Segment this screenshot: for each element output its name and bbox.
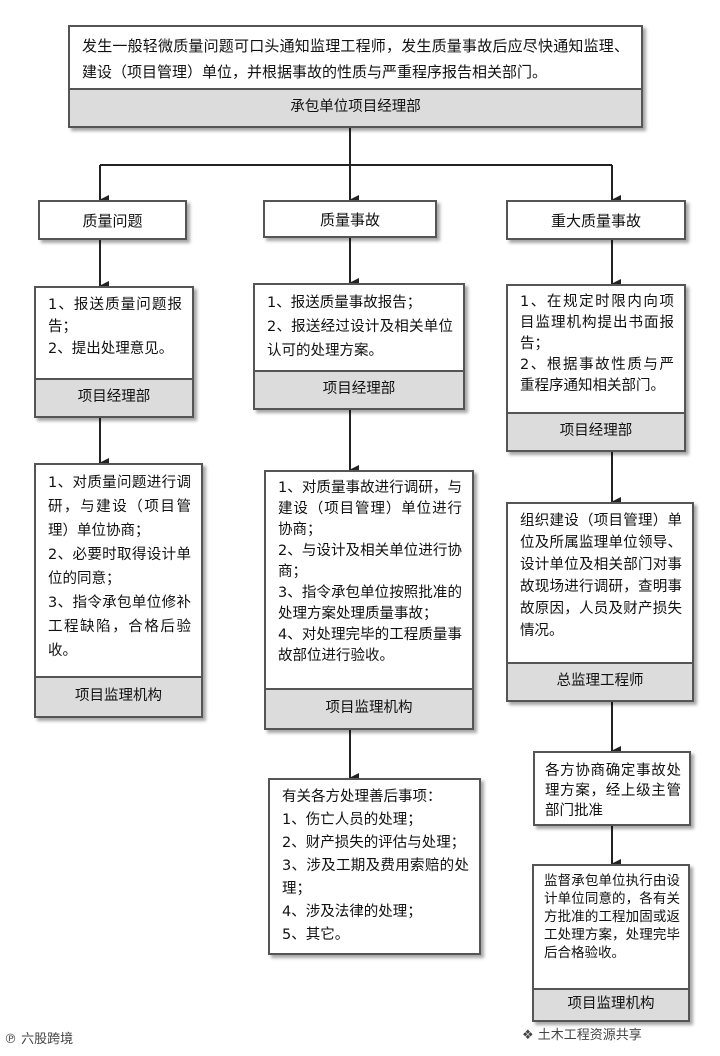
right-step4-box: 监督承包单位执行由设计单位同意的，各有关方批准的工程加固或返工处理方案，处理完毕… <box>532 864 690 1022</box>
right-step4-footer: 项目监理机构 <box>534 988 688 1020</box>
watermark-left: ℗ 六股跨境 <box>4 1028 73 1047</box>
right-step1-footer: 项目经理部 <box>508 412 684 450</box>
middle-step2-text: 1、对质量事故进行调研，与建设（项目管理）单位进行协商； 2、与设计及相关单位进… <box>278 480 462 664</box>
left-step2-text: 1、对质量问题进行调研，与建设（项目管理）单位协商； 2、必要时取得设计单位的同… <box>48 475 191 659</box>
left-step2-footer: 项目监理机构 <box>36 676 201 716</box>
watermark-right-text: 土木工程资源共享 <box>537 1028 642 1043</box>
middle-step3-box: 有关各方处理善后事项： 1、伤亡人员的处理； 2、财产损失的评估与处理； 3、涉… <box>268 778 481 955</box>
right-step4-text: 监督承包单位执行由设计单位同意的，各有关方批准的工程加固或返工处理方案，处理完毕… <box>544 873 680 961</box>
right-step2-text: 组织建设（项目管理）单位及所属监理单位领导、设计单位及相关部门对事故现场进行调研… <box>520 513 682 639</box>
right-step3-box: 各方协商确定事故处理方案，经上级主管部门批准 <box>533 751 691 826</box>
top-notice-box: 发生一般轻微质量问题可口头通知监理工程师，发生质量事故后应尽快通知监理、建设（项… <box>68 25 643 128</box>
header-quality-problem: 质量问题 <box>38 200 187 240</box>
watermark-left-text: 六股跨境 <box>21 1032 74 1047</box>
middle-step1-footer: 项目经理部 <box>255 370 463 408</box>
watermark-right: ❖ 土木工程资源共享 <box>522 1024 642 1043</box>
left-step2-box: 1、对质量问题进行调研，与建设（项目管理）单位协商； 2、必要时取得设计单位的同… <box>34 463 203 718</box>
watermark-right-logo-icon: ❖ <box>522 1028 538 1043</box>
top-notice-footer: 承包单位项目经理部 <box>70 88 641 126</box>
middle-step3-text: 有关各方处理善后事项： 1、伤亡人员的处理； 2、财产损失的评估与处理； 3、涉… <box>282 789 469 943</box>
right-step3-text: 各方协商确定事故处理方案，经上级主管部门批准 <box>545 763 681 819</box>
right-step2-box: 组织建设（项目管理）单位及所属监理单位领导、设计单位及相关部门对事故现场进行调研… <box>506 502 694 702</box>
middle-step2-footer: 项目监理机构 <box>266 688 472 728</box>
right-step2-footer: 总监理工程师 <box>508 662 692 700</box>
right-step1-text: 1、在规定时限内向项目监理机构提出书面报告； 2、根据事故性质与严重程序通知相关… <box>520 294 674 394</box>
left-step1-box: 1、报送质量问题报告； 2、提出处理意见。 项目经理部 <box>34 286 194 418</box>
watermark-left-logo-icon: ℗ <box>4 1032 22 1047</box>
header-quality-accident: 质量事故 <box>263 200 437 238</box>
left-step1-text: 1、报送质量问题报告； 2、提出处理意见。 <box>48 297 182 357</box>
header-major-accident: 重大质量事故 <box>506 200 686 240</box>
left-step1-footer: 项目经理部 <box>36 378 192 416</box>
right-step1-box: 1、在规定时限内向项目监理机构提出书面报告； 2、根据事故性质与严重程序通知相关… <box>506 284 686 452</box>
middle-step1-text: 1、报送质量事故报告； 2、报送经过设计及相关单位认可的处理方案。 <box>267 295 453 359</box>
top-notice-text: 发生一般轻微质量问题可口头通知监理工程师，发生质量事故后应尽快通知监理、建设（项… <box>82 37 629 81</box>
middle-step2-box: 1、对质量事故进行调研，与建设（项目管理）单位进行协商； 2、与设计及相关单位进… <box>264 470 474 730</box>
middle-step1-box: 1、报送质量事故报告； 2、报送经过设计及相关单位认可的处理方案。 项目经理部 <box>253 283 465 410</box>
